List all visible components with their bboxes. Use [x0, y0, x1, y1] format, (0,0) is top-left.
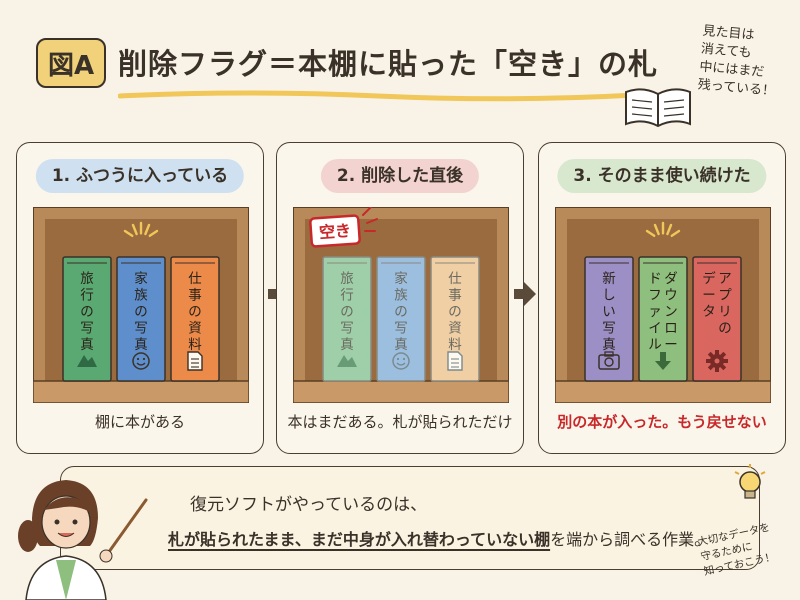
panel-title: 2. 削除した直後	[320, 159, 480, 193]
panel-caption: 別の本が入った。もう戻せない	[557, 413, 767, 431]
smiley-icon	[132, 352, 150, 370]
book-label: 仕事の資料	[448, 271, 462, 353]
document-icon	[187, 351, 203, 371]
book-label: ダウンロードファイル	[648, 271, 678, 353]
book: アプリのデータ	[692, 256, 742, 382]
shelf-board	[33, 380, 249, 403]
book: 仕事の資料	[170, 256, 220, 382]
smiley-icon	[392, 352, 410, 370]
teacher-illustration	[18, 480, 148, 600]
vacant-tag-label: 空き	[318, 221, 351, 242]
mountain-icon	[77, 355, 97, 367]
panel-kept-using: 3. そのまま使い続けた 新しい写真 ダウンロードファイルアプリのデータ 別の本が…	[538, 142, 786, 454]
book: 新しい写真	[584, 256, 634, 382]
sparkle-icon	[645, 221, 681, 237]
panel-just-deleted: 2. 削除した直後 旅行の写真 家族の写真 仕事の資料 空き 本はまだある。札が貼られ…	[276, 142, 524, 454]
mountain-icon	[337, 355, 357, 367]
book: 家族の写真	[376, 256, 426, 382]
side-note: 見た目は 消えても 中にはまだ 残っている！	[697, 23, 783, 102]
book-label: 旅行の写真	[340, 271, 354, 353]
page-title: 削除フラグ＝本棚に貼った「空き」の札	[118, 47, 659, 81]
arrow-right-icon	[514, 282, 536, 306]
emphasis-text: 札が貼られたまま、まだ中身が入れ替わっていない棚	[168, 530, 551, 549]
book-label: 旅行の写真	[80, 271, 94, 353]
bookshelf: 旅行の写真 家族の写真 仕事の資料	[33, 207, 249, 403]
open-book-icon	[625, 88, 691, 128]
vacant-tag: 空き	[309, 207, 378, 248]
bookshelf: 旅行の写真 家族の写真 仕事の資料 空き	[293, 207, 509, 403]
book-label: アプリのデータ	[702, 270, 732, 337]
book: ダウンロードファイル	[638, 256, 688, 382]
book: 仕事の資料	[430, 256, 480, 382]
book-label: 新しい写真	[602, 271, 616, 353]
camera-icon	[598, 351, 620, 370]
book-label: 家族の写真	[394, 270, 408, 353]
shelf-board	[555, 380, 771, 403]
gear-icon	[706, 350, 728, 372]
explanation-box	[60, 466, 760, 570]
sparkle-icon	[123, 221, 159, 237]
title-underline	[118, 90, 638, 102]
panel-caption: 棚に本がある	[94, 413, 185, 431]
explanation-rest: を端から調べる作業。	[550, 530, 711, 549]
document-icon	[447, 351, 463, 371]
book-label: 家族の写真	[134, 270, 148, 353]
explanation-line: 復元ソフトがやっているのは、	[190, 495, 428, 515]
book: 旅行の写真	[322, 256, 372, 382]
lightbulb-icon	[734, 464, 766, 499]
panel-title: 3. そのまま使い続けた	[557, 159, 767, 193]
shelf-board	[293, 380, 509, 403]
explanation-line-emphasis: 札が貼られたまま、まだ中身が入れ替わっていない棚を端から調べる作業。	[168, 526, 710, 550]
panel-title: 1. ふつうに入っている	[35, 159, 245, 193]
book: 家族の写真	[116, 256, 166, 382]
book: 旅行の写真	[62, 256, 112, 382]
figure-badge: 図A	[36, 38, 106, 88]
book-label: 仕事の資料	[188, 271, 202, 353]
panel-normal: 1. ふつうに入っている 旅行の写真 家族の写真 仕事の資料 棚に本がある	[16, 142, 264, 454]
download-arrow-icon	[655, 352, 671, 370]
panel-caption: 本はまだある。札が貼られただけ	[287, 413, 513, 431]
